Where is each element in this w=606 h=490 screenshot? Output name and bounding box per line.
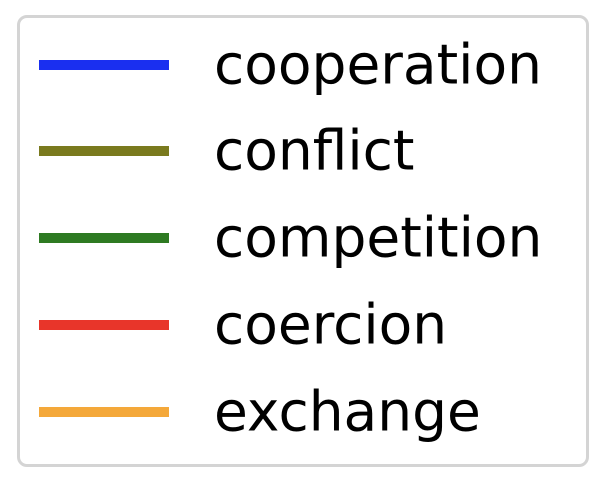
legend-entry-cooperation: cooperation	[20, 25, 586, 105]
legend-entry-coercion: coercion	[20, 285, 586, 365]
legend-label-competition: competition	[214, 205, 543, 270]
legend-entry-conflict: conflict	[20, 111, 586, 191]
legend-label-coercion: coercion	[214, 292, 448, 357]
legend-label-exchange: exchange	[214, 379, 481, 444]
legend-entry-exchange: exchange	[20, 372, 586, 452]
legend-swatch-competition	[39, 233, 169, 243]
legend-swatch-conflict	[39, 146, 169, 156]
legend: cooperation conflict competition coercio…	[17, 15, 589, 467]
legend-entry-competition: competition	[20, 198, 586, 278]
legend-swatch-exchange	[39, 407, 169, 417]
legend-swatch-cooperation	[39, 60, 169, 70]
legend-label-cooperation: cooperation	[214, 32, 542, 97]
legend-swatch-coercion	[39, 320, 169, 330]
legend-label-conflict: conflict	[214, 118, 415, 183]
